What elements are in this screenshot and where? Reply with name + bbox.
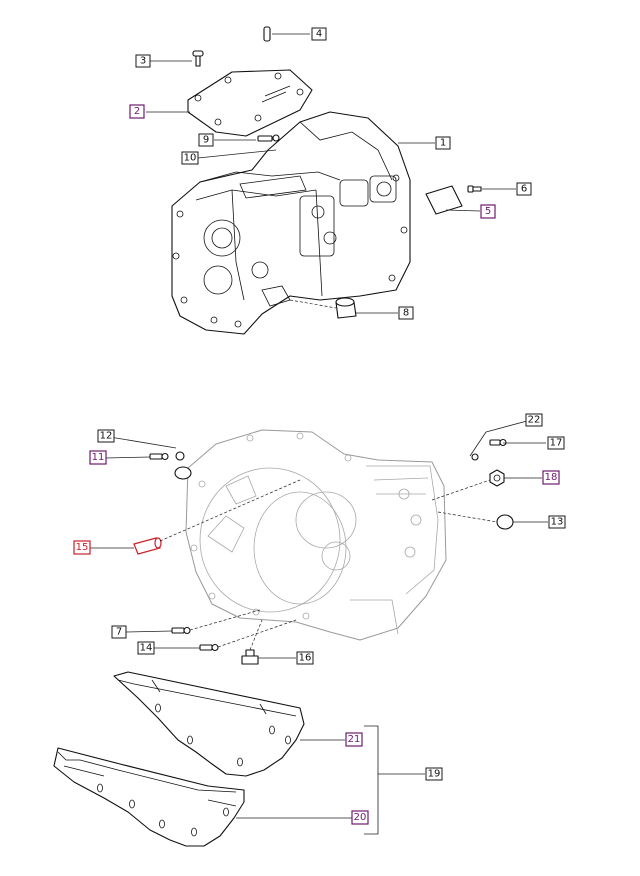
callout-21[interactable]: 21 (345, 732, 363, 747)
gearbox-housing-part[interactable] (171, 111, 411, 335)
housing-bolt-part[interactable] (257, 134, 280, 142)
housing-bushing-part[interactable] (335, 297, 357, 319)
callout-5-label: 5 (485, 206, 491, 217)
side-cover-screw-part[interactable] (467, 185, 482, 193)
lower-bolt-7-part[interactable] (171, 626, 191, 635)
clutch-housing-ghost (185, 429, 447, 641)
lower-dust-shield-part[interactable] (53, 747, 245, 847)
callout-10-label: 10 (184, 153, 197, 164)
callout-6[interactable]: 6 (516, 182, 532, 196)
callout-20[interactable]: 20 (351, 810, 369, 825)
callout-15-label: 15 (76, 542, 89, 553)
callout-1-label: 1 (440, 138, 446, 149)
side-cover-plate-part[interactable] (425, 185, 463, 215)
clutch-screw-part[interactable] (149, 452, 169, 461)
callout-11[interactable]: 11 (89, 450, 107, 465)
callout-3[interactable]: 3 (135, 54, 151, 68)
callout-19-label: 19 (428, 769, 441, 780)
top-cover-screw-part[interactable] (192, 50, 204, 67)
callout-18-label: 18 (545, 472, 558, 483)
callout-1[interactable]: 1 (435, 136, 451, 150)
upper-dust-shield-part[interactable] (113, 671, 305, 777)
callout-2[interactable]: 2 (129, 104, 145, 119)
washer-part[interactable] (175, 451, 185, 461)
callout-11-label: 11 (92, 452, 105, 463)
callout-15[interactable]: 15 (73, 540, 91, 555)
callout-18[interactable]: 18 (542, 470, 560, 485)
callout-9[interactable]: 9 (198, 133, 214, 147)
clutch-housing-assembly (90, 420, 548, 665)
callout-12[interactable]: 12 (97, 429, 115, 443)
top-cover-plate-part[interactable] (187, 69, 313, 137)
callout-4-label: 4 (316, 29, 322, 40)
callout-8-label: 8 (403, 308, 409, 319)
callout-2-label: 2 (134, 106, 140, 117)
dowel-pin-part[interactable] (263, 26, 271, 42)
callout-13[interactable]: 13 (548, 515, 566, 529)
callout-9-label: 9 (203, 135, 209, 146)
selected-pin-part[interactable] (133, 537, 162, 555)
callout-8[interactable]: 8 (398, 306, 414, 320)
right-bushing-part[interactable] (496, 514, 514, 530)
upper-right-bolt-part[interactable] (489, 438, 507, 447)
gearbox-housing-assembly (146, 26, 516, 335)
callout-4[interactable]: 4 (311, 27, 327, 41)
callout-17[interactable]: 17 (547, 436, 565, 450)
callout-5[interactable]: 5 (480, 204, 496, 219)
callout-13-label: 13 (551, 517, 564, 528)
dust-shield-assembly (53, 671, 425, 847)
upper-right-washer-part[interactable] (471, 453, 479, 461)
callout-20-label: 20 (354, 812, 367, 823)
callout-22-label: 22 (528, 415, 541, 426)
callout-7[interactable]: 7 (111, 625, 127, 639)
callout-7-label: 7 (116, 627, 122, 638)
lower-bolt-14-part[interactable] (199, 643, 219, 652)
callout-10[interactable]: 10 (181, 151, 199, 165)
callout-16[interactable]: 16 (296, 651, 314, 665)
callout-19[interactable]: 19 (425, 767, 443, 781)
clutch-bushing-part[interactable] (174, 466, 192, 480)
callout-6-label: 6 (521, 184, 527, 195)
callout-21-label: 21 (348, 734, 361, 745)
callout-3-label: 3 (140, 56, 146, 67)
callout-16-label: 16 (299, 653, 312, 664)
drain-plug-part[interactable] (241, 649, 259, 665)
callout-14-label: 14 (140, 643, 153, 654)
callout-14[interactable]: 14 (137, 641, 155, 655)
callout-12-label: 12 (100, 431, 113, 442)
callout-17-label: 17 (550, 438, 563, 449)
callout-22[interactable]: 22 (525, 413, 543, 427)
hex-nut-part[interactable] (489, 469, 505, 487)
